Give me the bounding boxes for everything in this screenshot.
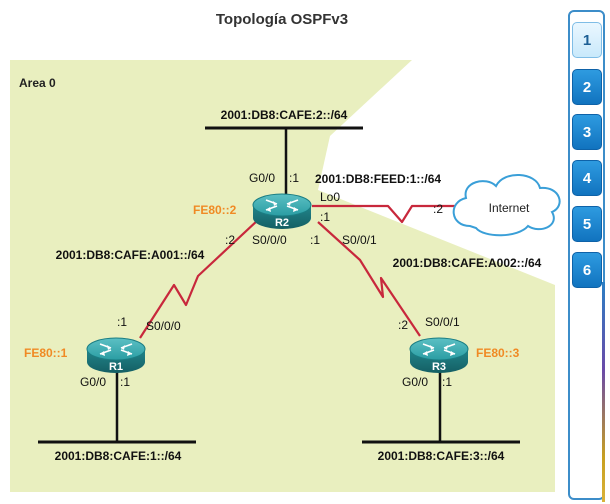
r3-g00-host: :1 xyxy=(442,375,452,389)
network-r2-lan: 2001:DB8:CAFE:2::/64 xyxy=(221,108,348,122)
r3-s001-label: S0/0/1 xyxy=(425,315,460,329)
serial-link-r2-r3 xyxy=(317,221,421,337)
link-local-r1: FE80::1 xyxy=(24,346,68,360)
r1-s000-host: :1 xyxy=(117,315,127,329)
router-r1-name: R1 xyxy=(109,361,123,373)
internet-cloud-label: Internet xyxy=(489,201,530,215)
network-r1-r2: 2001:DB8:CAFE:A001::/64 xyxy=(56,248,205,262)
r3-g00-label: G0/0 xyxy=(402,375,428,389)
page-button-6[interactable]: 6 xyxy=(572,252,602,288)
serial-link-r1-r2 xyxy=(139,219,259,339)
r3-s001-host: :2 xyxy=(398,318,408,332)
network-r2-r3: 2001:DB8:CAFE:A002::/64 xyxy=(393,256,542,270)
r2-s001-label: S0/0/1 xyxy=(342,233,377,247)
router-r1[interactable]: R1 xyxy=(86,337,146,374)
link-local-r2: FE80::2 xyxy=(193,203,237,217)
page-button-1[interactable]: 1 xyxy=(572,22,602,58)
page-navigation: 1 2 3 4 5 6 xyxy=(568,10,605,502)
network-r3-lan: 2001:DB8:CAFE:3::/64 xyxy=(378,449,505,463)
page-button-2[interactable]: 2 xyxy=(572,69,602,105)
page-button-4[interactable]: 4 xyxy=(572,160,602,196)
diagram-title: Topología OSPFv3 xyxy=(216,11,348,28)
network-r2-internet: 2001:DB8:FEED:1::/64 xyxy=(315,172,441,186)
router-r3[interactable]: R3 xyxy=(409,337,469,374)
r2-s001-host: :1 xyxy=(310,233,320,247)
r2-s000-label: S0/0/0 xyxy=(252,233,287,247)
page-button-3[interactable]: 3 xyxy=(572,114,602,150)
link-local-r3: FE80::3 xyxy=(476,346,520,360)
r2-s000-host: :2 xyxy=(225,233,235,247)
r2-g00-host: :1 xyxy=(289,171,299,185)
router-r3-name: R3 xyxy=(432,361,446,373)
r1-g00-label: G0/0 xyxy=(80,375,106,389)
internet-cloud: Internet xyxy=(452,173,561,237)
r2-lo0-label: Lo0 xyxy=(320,190,340,204)
area-label: Area 0 xyxy=(19,76,56,90)
page-button-5[interactable]: 5 xyxy=(572,206,602,242)
nav-rail xyxy=(602,282,605,502)
router-r2-name: R2 xyxy=(275,217,289,229)
area-0-region xyxy=(10,60,555,492)
r1-g00-host: :1 xyxy=(120,375,130,389)
serial-link-r2-internet xyxy=(312,204,458,224)
r2-g00-label: G0/0 xyxy=(249,171,275,185)
r2-internet-host: :1 xyxy=(320,210,330,224)
internet-host: :2 xyxy=(433,202,443,216)
network-r1-lan: 2001:DB8:CAFE:1::/64 xyxy=(55,449,182,463)
r1-s000-label: S0/0/0 xyxy=(146,319,181,333)
router-r2[interactable]: R2 xyxy=(252,193,312,230)
